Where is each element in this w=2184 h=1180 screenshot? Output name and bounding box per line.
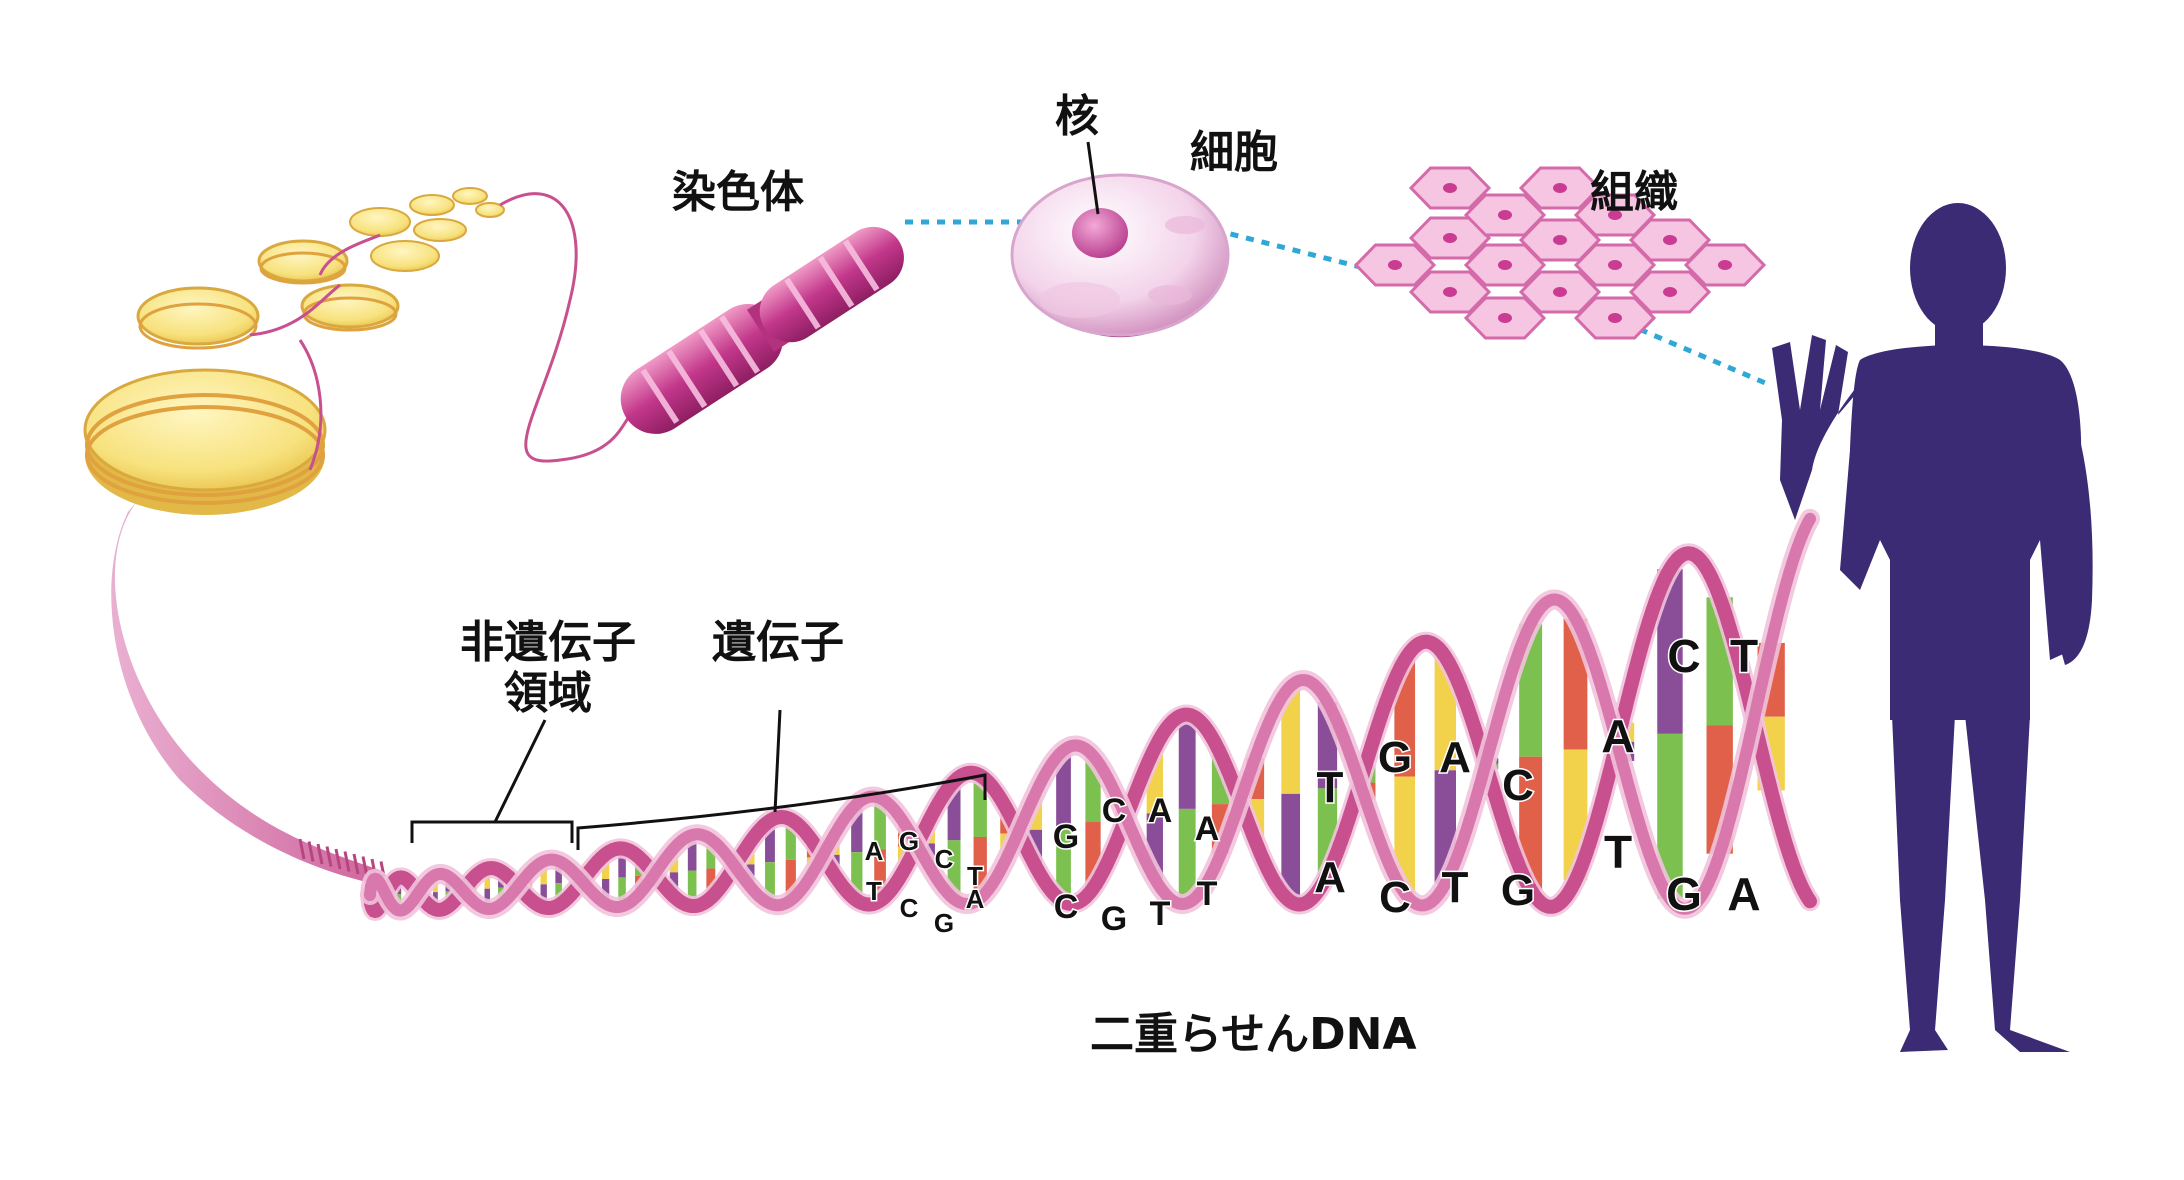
tissue-cell-nucleus (1388, 260, 1402, 270)
base-pair-rung (1056, 826, 1071, 902)
base-pair-rung (1281, 686, 1301, 794)
nucleosome-bead (136, 286, 260, 346)
label-nucleus: 核 (1055, 91, 1099, 142)
label-non-gene-region-line2: 領域 (504, 667, 592, 719)
label-non-gene-region-line1: 非遺伝子 (460, 617, 636, 668)
base-pair-rung (687, 870, 697, 907)
base-pair-rung (601, 878, 610, 904)
label-non-gene-region: 非遺伝子 領域 (460, 617, 636, 719)
base-letter-bottom: T (1197, 875, 1218, 913)
base-pair-rung (540, 884, 547, 908)
nucleosome-bead (83, 368, 327, 492)
tissue-cell-nucleus (1718, 260, 1732, 270)
base-letter-top: T (1317, 763, 1344, 812)
tissue-cell-nucleus (1443, 233, 1457, 243)
tissue-cell-nucleus (1443, 287, 1457, 297)
base-letter-top: C (1502, 761, 1534, 810)
base-letter-top: T (967, 861, 983, 891)
label-cell: 細胞 (1190, 127, 1278, 178)
tissue-cell-nucleus (1608, 210, 1622, 220)
base-letter-bottom: T (1442, 863, 1469, 912)
nucleosome-bead (452, 187, 488, 205)
base-pair-rung (706, 839, 716, 869)
base-pair-rung (618, 877, 626, 907)
base-letter-bottom: C (1054, 888, 1079, 926)
base-letter-bottom: T (1604, 826, 1632, 878)
base-letter-top: G (1053, 818, 1079, 856)
nucleosome-bead (349, 207, 411, 237)
base-letter-bottom: A (1727, 868, 1760, 920)
base-pair-rung (765, 862, 775, 904)
base-letter-top: A (1148, 792, 1173, 830)
tissue-cell-nucleus (1608, 313, 1622, 323)
tissue-cell-nucleus (1608, 260, 1622, 270)
base-letter-bottom: G (934, 908, 954, 938)
base-pair-rung (1178, 714, 1196, 809)
base-pair-rung (618, 848, 626, 878)
label-gene: 遺伝子 (712, 617, 844, 668)
label-tissue: 組織 (1590, 167, 1678, 218)
base-pair-rung (765, 820, 775, 863)
base-letter-top: C (1667, 630, 1700, 682)
base-letter-top: A (1195, 810, 1220, 848)
nucleosome-bead (409, 194, 455, 216)
base-pair-rung (785, 819, 796, 860)
nucleosome-bead (413, 218, 467, 242)
base-letter-bottom: G (1666, 868, 1702, 920)
base-letter-bottom: C (1379, 873, 1411, 922)
tissue-cell-nucleus (1663, 287, 1677, 297)
dashed-connectors (905, 219, 1771, 388)
tissue-cell-nucleus (1498, 260, 1512, 270)
base-letter-top: A (1439, 733, 1471, 782)
nucleus-pointer (1086, 141, 1100, 215)
tissue-cell-nucleus (1498, 210, 1512, 220)
base-pair-rung (874, 849, 886, 901)
nucleosome-bead (370, 240, 440, 272)
base-pair-rung (851, 852, 863, 901)
human-silhouette (1772, 203, 2093, 1052)
base-pair-rung (874, 798, 886, 850)
label-double-helix-dna: 二重らせんDNA (1090, 1009, 1417, 1060)
tissue-illustration (1353, 166, 1767, 340)
cell-illustration (1010, 141, 1230, 338)
nucleus-core (1072, 208, 1128, 258)
base-pair-rung (785, 859, 796, 901)
base-pair-rung (687, 834, 697, 871)
base-pair-rung (1178, 808, 1196, 904)
tissue-cell-nucleus (1498, 313, 1512, 323)
chromatin-fiber (111, 500, 396, 888)
base-letter-bottom: G (1501, 866, 1535, 915)
base-letter-top: G (899, 826, 919, 856)
nucleosome-beads (83, 187, 632, 515)
base-pair-rung (851, 804, 863, 853)
label-chromosome: 染色体 (672, 167, 804, 218)
base-pair-rung (1281, 793, 1301, 902)
tissue-cell-nucleus (1553, 183, 1567, 193)
base-letter-bottom: T (1150, 895, 1171, 933)
chromosome-illustration (620, 226, 904, 434)
tissue-cell-nucleus (1553, 287, 1567, 297)
nucleosome-bead (257, 239, 349, 283)
tissue-cell-nucleus (1443, 183, 1457, 193)
base-letter-top: C (1102, 792, 1127, 830)
base-letter-bottom: A (966, 884, 985, 914)
base-letter-top: C (935, 844, 954, 874)
tissue-cell-nucleus (1663, 235, 1677, 245)
dna-strand-b (364, 512, 1816, 917)
base-letter-top: T (1730, 630, 1758, 682)
base-letter-top: A (1601, 710, 1634, 762)
base-letter-bottom: A (1314, 853, 1346, 902)
base-letter-bottom: T (866, 876, 882, 906)
region-brackets (410, 709, 987, 850)
tissue-cell-nucleus (1553, 235, 1567, 245)
base-letter-top: A (865, 836, 884, 866)
dna-strand-a (363, 546, 1817, 919)
base-letter-bottom: G (1101, 900, 1127, 938)
base-letter-top: G (1378, 733, 1412, 782)
base-letter-bottom: C (900, 893, 919, 923)
nucleosome-bead (475, 202, 505, 218)
